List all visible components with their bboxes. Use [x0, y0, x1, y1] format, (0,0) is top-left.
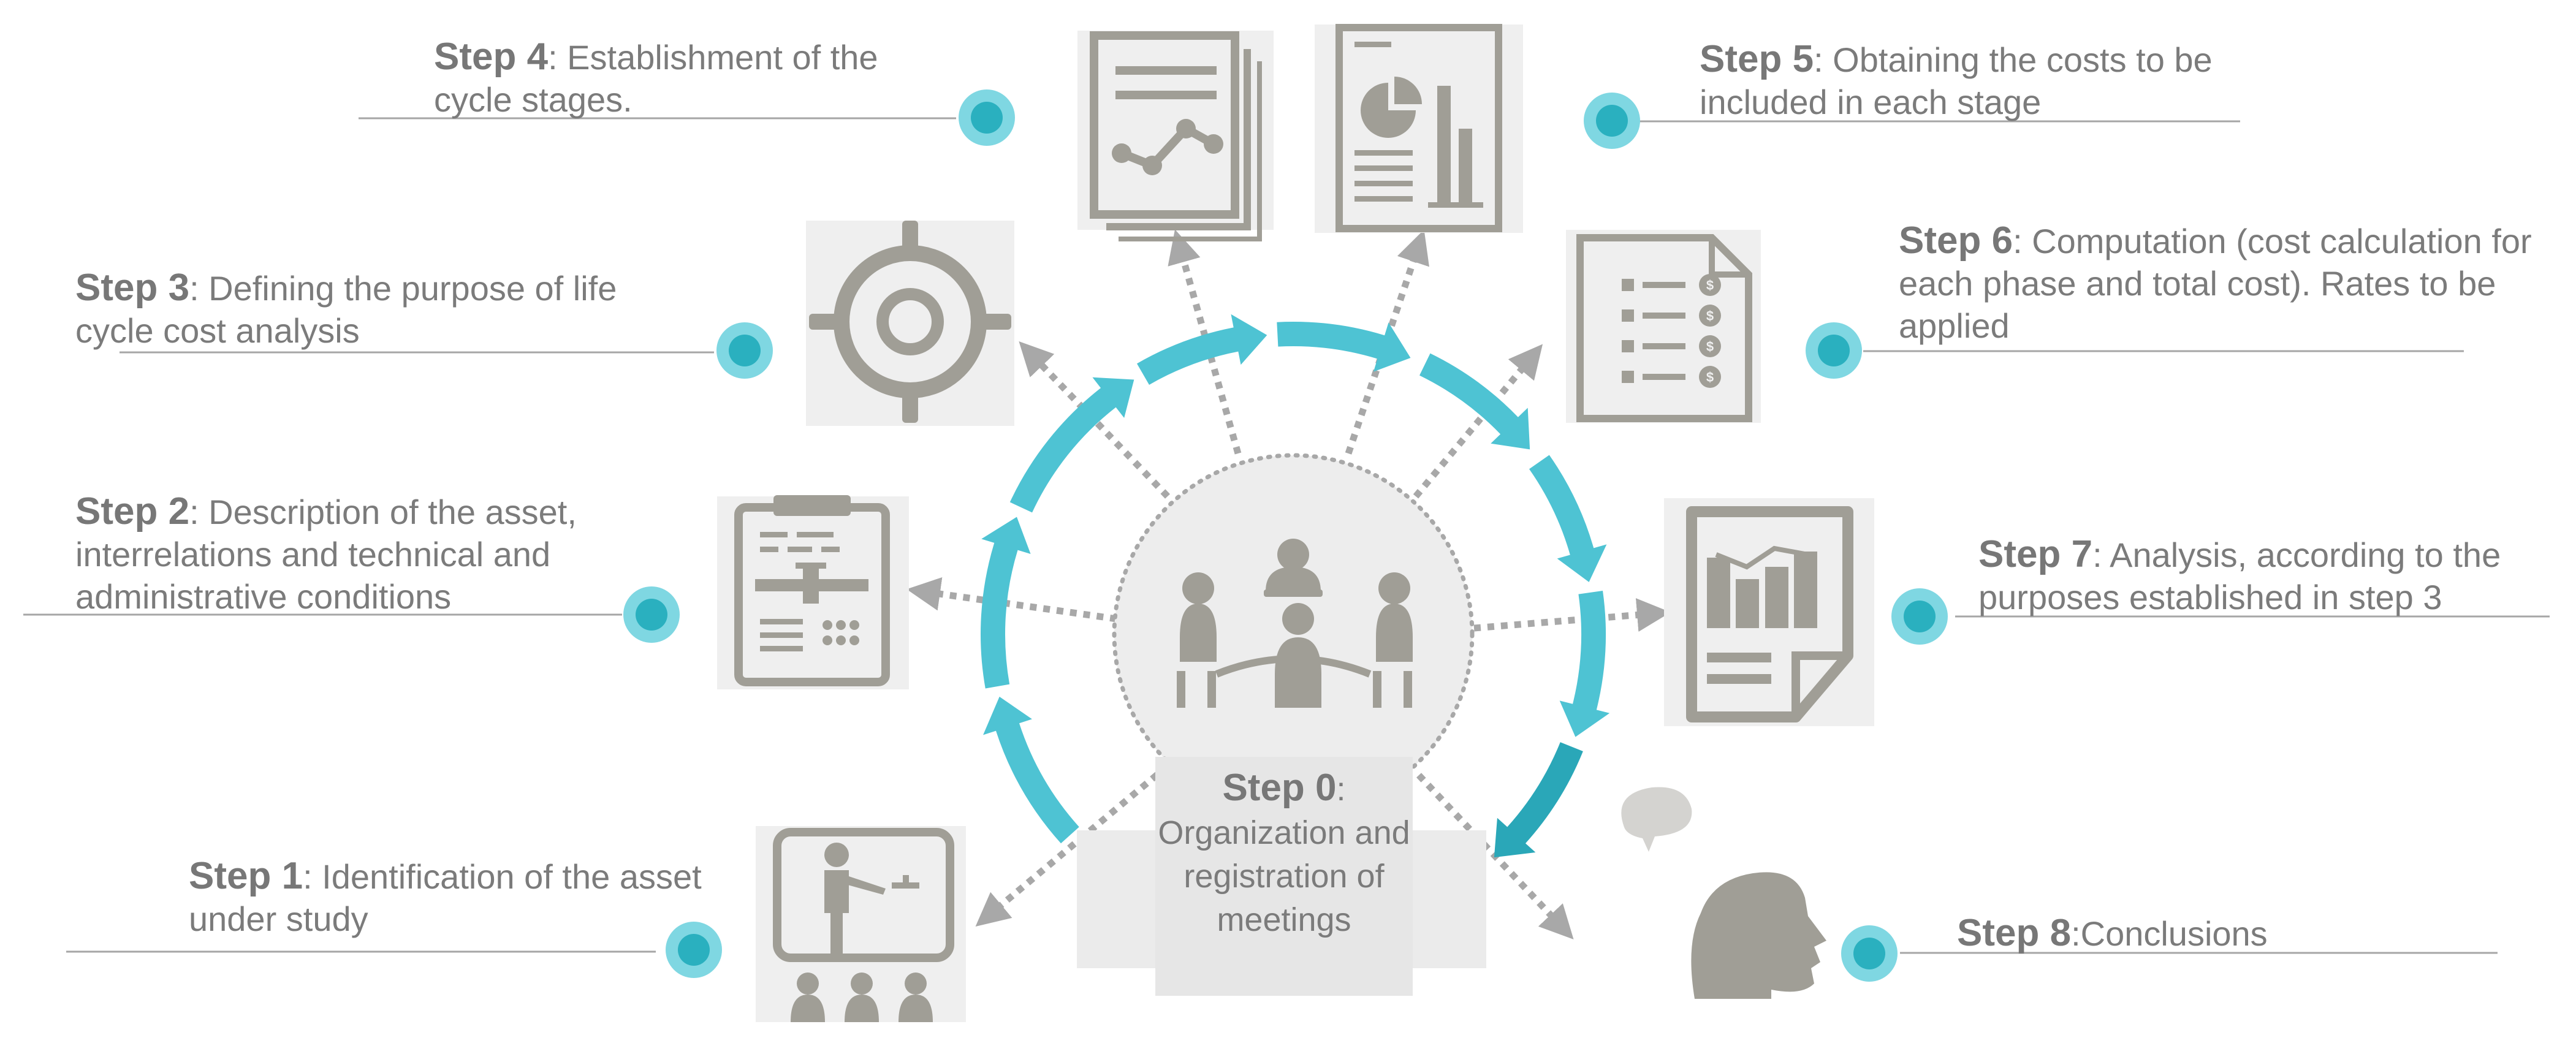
- leader-lines: [23, 117, 2550, 954]
- cycle-arrow-segment: [983, 696, 1079, 844]
- step-6-icon-tile: $ $ $ $: [1566, 230, 1761, 423]
- step-0-description: Organization and registration of meeting…: [1158, 814, 1410, 938]
- step-1-label: Step 1: [189, 855, 303, 897]
- step-3-icon-tile: [806, 221, 1014, 426]
- cycle-arrow-segment: [1277, 322, 1411, 372]
- cycle-arrow-segment: [1494, 742, 1583, 858]
- step-3-description: : Defining the purpose of life cycle cos…: [75, 269, 617, 350]
- cycle-arrow-segment: [1137, 314, 1267, 385]
- connector-step-2: [906, 577, 1117, 623]
- step-6-label: Step 6: [1899, 219, 2013, 262]
- connector-step-5: [1345, 229, 1429, 455]
- step-4-icon-tile: [1077, 31, 1274, 241]
- step-7-text: Step 7: Analysis, according to the purpo…: [1978, 533, 2542, 618]
- step-4-description: : Establishment of the cycle stages.: [434, 38, 878, 119]
- step-8-description: :Conclusions: [2071, 914, 2268, 953]
- meeting-table-icon: [1177, 539, 1413, 708]
- cycle-arrow-segment: [1419, 353, 1530, 450]
- cycle-arrows: [981, 314, 1610, 858]
- bullet-dot-step-1: [666, 922, 722, 978]
- center-label-box: [1077, 757, 1486, 996]
- step-2-text: Step 2: Description of the asset, interr…: [75, 490, 627, 618]
- icon-tiles: $ $ $ $: [717, 24, 1874, 1022]
- pie-bar-report-icon: [1335, 24, 1502, 232]
- cost-checklist-icon: $ $ $ $: [1576, 234, 1752, 422]
- step-1-text: Step 1: Identification of the asset unde…: [189, 855, 740, 940]
- clipboard-diagram-icon: [734, 495, 890, 686]
- connector-step-6: [1413, 344, 1543, 499]
- step-0-label: Step 0: [1222, 767, 1337, 809]
- step-1-icon-tile: [756, 826, 966, 1022]
- bar-chart-report-icon: [1686, 506, 1853, 722]
- bullet-dot-step-5: [1584, 93, 1640, 149]
- bullet-dot-step-8: [1841, 925, 1898, 982]
- step-1-description: : Identification of the asset under stud…: [189, 857, 702, 938]
- bullet-dot-step-4: [959, 89, 1015, 146]
- step-3-label: Step 3: [75, 267, 190, 309]
- center-circle: [1112, 453, 1475, 816]
- step-3-text: Step 3: Defining the purpose of life cyc…: [75, 267, 676, 352]
- step-4-label: Step 4: [434, 36, 549, 78]
- svg-text:$: $: [1706, 339, 1714, 354]
- step-6-text: Step 6: Computation (cost calculation fo…: [1899, 219, 2570, 347]
- cycle-arrow-segment: [981, 517, 1031, 689]
- line-chart-document-icon: [1090, 31, 1262, 241]
- bullet-dot-step-3: [716, 322, 773, 379]
- step-8-label: Step 8: [1957, 912, 2072, 954]
- step-5-label: Step 5: [1700, 38, 1814, 80]
- cycle-arrow-segment: [1559, 591, 1610, 737]
- svg-text:$: $: [1706, 308, 1714, 324]
- bullet-dot-step-7: [1891, 588, 1948, 645]
- step-5-description: : Obtaining the costs to be included in …: [1700, 40, 2213, 121]
- step-7-description: : Analysis, according to the purposes es…: [1978, 536, 2501, 616]
- step-2-description: : Description of the asset, interrelatio…: [75, 493, 577, 616]
- cycle-arrow-segment: [1009, 377, 1134, 513]
- svg-text:$: $: [1706, 370, 1714, 385]
- bullet-dot-step-6: [1806, 322, 1862, 379]
- connector-step-7: [1473, 598, 1671, 632]
- step-8-text: Step 8:Conclusions: [1957, 912, 2509, 955]
- step-0-text: Step 0: Organization and registration of…: [1158, 767, 1410, 938]
- connector-step-1: [975, 763, 1170, 927]
- step-7-label: Step 7: [1978, 533, 2093, 575]
- connector-step-8: [1416, 773, 1574, 940]
- step-2-label: Step 2: [75, 490, 190, 533]
- step-2-icon-tile: [717, 495, 909, 689]
- bullet-dots: [623, 89, 1948, 982]
- step-4-text: Step 4: Establishment of the cycle stage…: [434, 36, 937, 121]
- thinking-head-icon: [1621, 787, 1826, 999]
- svg-text:$: $: [1706, 278, 1714, 293]
- step-6-description: : Computation (cost calculation for each…: [1899, 222, 2532, 345]
- bullet-dot-step-2: [623, 586, 680, 643]
- step-5-icon-tile: [1315, 24, 1523, 233]
- step-7-icon-tile: [1664, 498, 1874, 726]
- target-crosshair-icon: [809, 221, 1011, 423]
- step-5-text: Step 5: Obtaining the costs to be includ…: [1700, 38, 2239, 123]
- cycle-arrow-segment: [1529, 455, 1607, 582]
- step-8-icon: [1621, 787, 1826, 999]
- presentation-icon: [773, 828, 954, 962]
